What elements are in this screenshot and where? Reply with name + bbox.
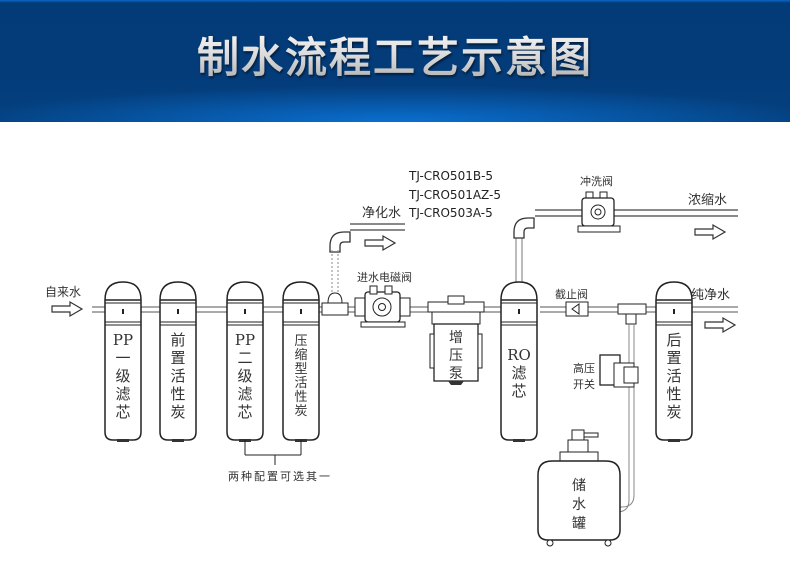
filter-label-ro: 芯 — [511, 382, 526, 400]
check-valve-icon — [565, 301, 589, 317]
storage-tank-icon — [537, 429, 621, 547]
filter-label-pp1: 滤 — [115, 385, 130, 403]
booster-pump-label: 压 — [449, 348, 463, 364]
model-label-2: TJ-CRO501AZ-5 — [408, 188, 501, 202]
filter-compressed-carbon — [282, 281, 320, 442]
filter-label-compressed-carbon: 压 — [294, 334, 307, 349]
storage-tank-label: 水 — [572, 497, 586, 513]
pure-water-label: 纯净水 — [691, 288, 730, 303]
tee-fitting-icon — [321, 292, 349, 316]
filter-label-pp2: 级 — [237, 367, 252, 385]
filter-pp2 — [226, 281, 264, 442]
header-banner: 制水流程工艺示意图 — [0, 0, 790, 122]
filter-label-ro: RO — [507, 346, 531, 364]
filter-label-pre-carbon: 活 — [170, 367, 185, 385]
filter-label-post-carbon: 炭 — [666, 403, 681, 421]
booster-pump-label: 增 — [449, 330, 463, 346]
filter-label-pp2: 芯 — [237, 403, 252, 421]
filter-label-pp1: 芯 — [115, 403, 130, 421]
concentrate-water-label: 浓缩水 — [688, 192, 727, 208]
filter-label-pre-carbon: 炭 — [170, 403, 185, 421]
storage-tank-label: 储 — [572, 478, 586, 494]
filter-label-post-carbon: 活 — [666, 367, 681, 385]
page-title: 制水流程工艺示意图 — [0, 24, 790, 85]
tap-water-label: 自来水 — [45, 285, 81, 299]
filter-ro — [500, 281, 538, 442]
filter-label-compressed-carbon: 炭 — [294, 404, 307, 419]
filter-label-compressed-carbon: 性 — [294, 390, 307, 405]
flush-valve-icon — [577, 191, 621, 233]
filter-label-pp2: 二 — [237, 349, 252, 367]
filter-pp1 — [104, 281, 142, 442]
filter-label-pre-carbon: 置 — [170, 349, 185, 367]
storage-tank-label: 罐 — [572, 516, 586, 532]
purified-arrow-icon — [364, 235, 396, 251]
filter-label-compressed-carbon: 型 — [294, 362, 307, 377]
model-label-1: TJ-CRO501B-5 — [408, 169, 493, 183]
concentrate-pipe — [513, 209, 738, 286]
filter-label-post-carbon: 置 — [666, 349, 681, 367]
inlet-solenoid-valve-icon — [354, 285, 411, 328]
option-note: 两种配置可选其一 — [228, 469, 332, 483]
booster-pump-icon — [427, 295, 485, 385]
filter-label-pp1: 级 — [115, 367, 130, 385]
flush-valve-label: 冲洗阀 — [580, 174, 613, 188]
filter-label-post-carbon: 后 — [666, 331, 681, 349]
option-bracket — [244, 440, 302, 465]
filter-label-compressed-carbon: 活 — [294, 376, 307, 391]
filter-pre-carbon — [159, 281, 197, 442]
check-valve-label: 截止阀 — [555, 287, 588, 301]
purified-pipe — [329, 223, 405, 300]
high-pressure-switch-icon — [599, 354, 639, 388]
inlet-arrow-icon — [51, 301, 83, 317]
filter-label-pre-carbon: 性 — [170, 385, 185, 403]
filter-post-carbon — [655, 281, 693, 442]
filter-label-ro: 滤 — [511, 364, 526, 382]
filter-label-post-carbon: 性 — [666, 385, 681, 403]
pure-arrow-icon — [704, 317, 736, 333]
filter-label-pp2: PP — [235, 331, 255, 349]
inlet-solenoid-valve-label: 进水电磁阀 — [357, 270, 412, 284]
filter-label-compressed-carbon: 缩 — [294, 347, 307, 363]
filter-label-pp1: 一 — [115, 349, 130, 367]
concentrate-arrow-icon — [694, 224, 726, 240]
filter-label-pre-carbon: 前 — [170, 331, 185, 349]
filter-label-pp1: PP — [113, 331, 133, 349]
model-label-3: TJ-CRO503A-5 — [408, 206, 493, 220]
booster-pump-label: 泵 — [449, 366, 463, 382]
filter-label-pp2: 滤 — [237, 385, 252, 403]
high-pressure-switch-label: 高压开关 — [573, 361, 595, 391]
purified-water-label: 净化水 — [362, 206, 401, 221]
